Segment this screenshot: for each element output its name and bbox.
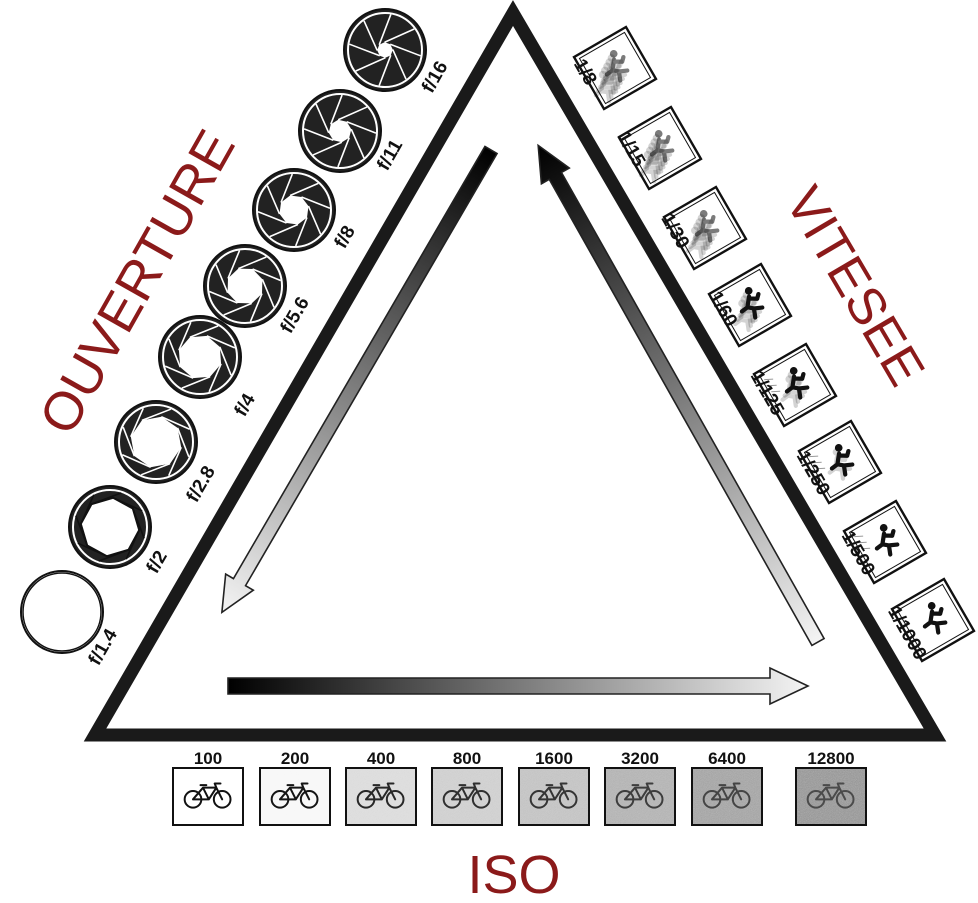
shutter-frame <box>662 185 748 271</box>
shutter-frame <box>707 262 793 348</box>
aperture-scale: f/1.4f/2f/2.8f/4f/5.6f/8f/11f/16 <box>20 8 453 669</box>
aperture-icon <box>343 8 427 92</box>
shutter-frame <box>617 105 703 191</box>
aperture-label: f/2 <box>143 547 172 577</box>
iso-box: 6400 <box>691 749 763 826</box>
aperture-icon <box>68 485 152 569</box>
iso-box: 200 <box>259 749 331 826</box>
aperture-icon <box>158 315 242 399</box>
iso-label: 6400 <box>708 749 746 768</box>
iso-box: 100 <box>172 749 244 826</box>
iso-label: 100 <box>194 749 222 768</box>
shutter-frame <box>572 25 658 111</box>
iso-box: 800 <box>431 749 503 826</box>
iso-arrow <box>227 666 810 706</box>
aperture-arrow <box>220 145 499 615</box>
iso-label: 200 <box>281 749 309 768</box>
aperture-label: f/4 <box>231 390 260 420</box>
shutter-frame <box>842 499 928 585</box>
aperture-label: f/8 <box>331 222 360 252</box>
shutter-frame <box>797 419 883 505</box>
iso-label: 12800 <box>807 749 854 768</box>
aperture-icon <box>20 570 104 654</box>
aperture-label: f/2.8 <box>183 463 220 506</box>
iso-box: 12800 <box>795 749 867 826</box>
shutter-frame <box>890 577 976 663</box>
aperture-icon <box>252 168 336 252</box>
iso-box: 400 <box>345 749 417 826</box>
iso-title: ISO <box>467 845 560 903</box>
shutter-speed-arrow <box>537 143 826 647</box>
exposure-triangle <box>83 0 947 742</box>
iso-label: 1600 <box>535 749 573 768</box>
shutter-frame <box>752 342 838 428</box>
iso-label: 400 <box>367 749 395 768</box>
iso-label: 3200 <box>621 749 659 768</box>
iso-label: 800 <box>453 749 481 768</box>
iso-box: 1600 <box>518 749 590 826</box>
aperture-icon <box>203 244 287 328</box>
aperture-icon <box>298 89 382 173</box>
iso-scale: 100 200 400 800 1600 3200 6400 12800 <box>172 749 867 826</box>
iso-box: 3200 <box>604 749 676 826</box>
aperture-icon <box>114 400 198 484</box>
